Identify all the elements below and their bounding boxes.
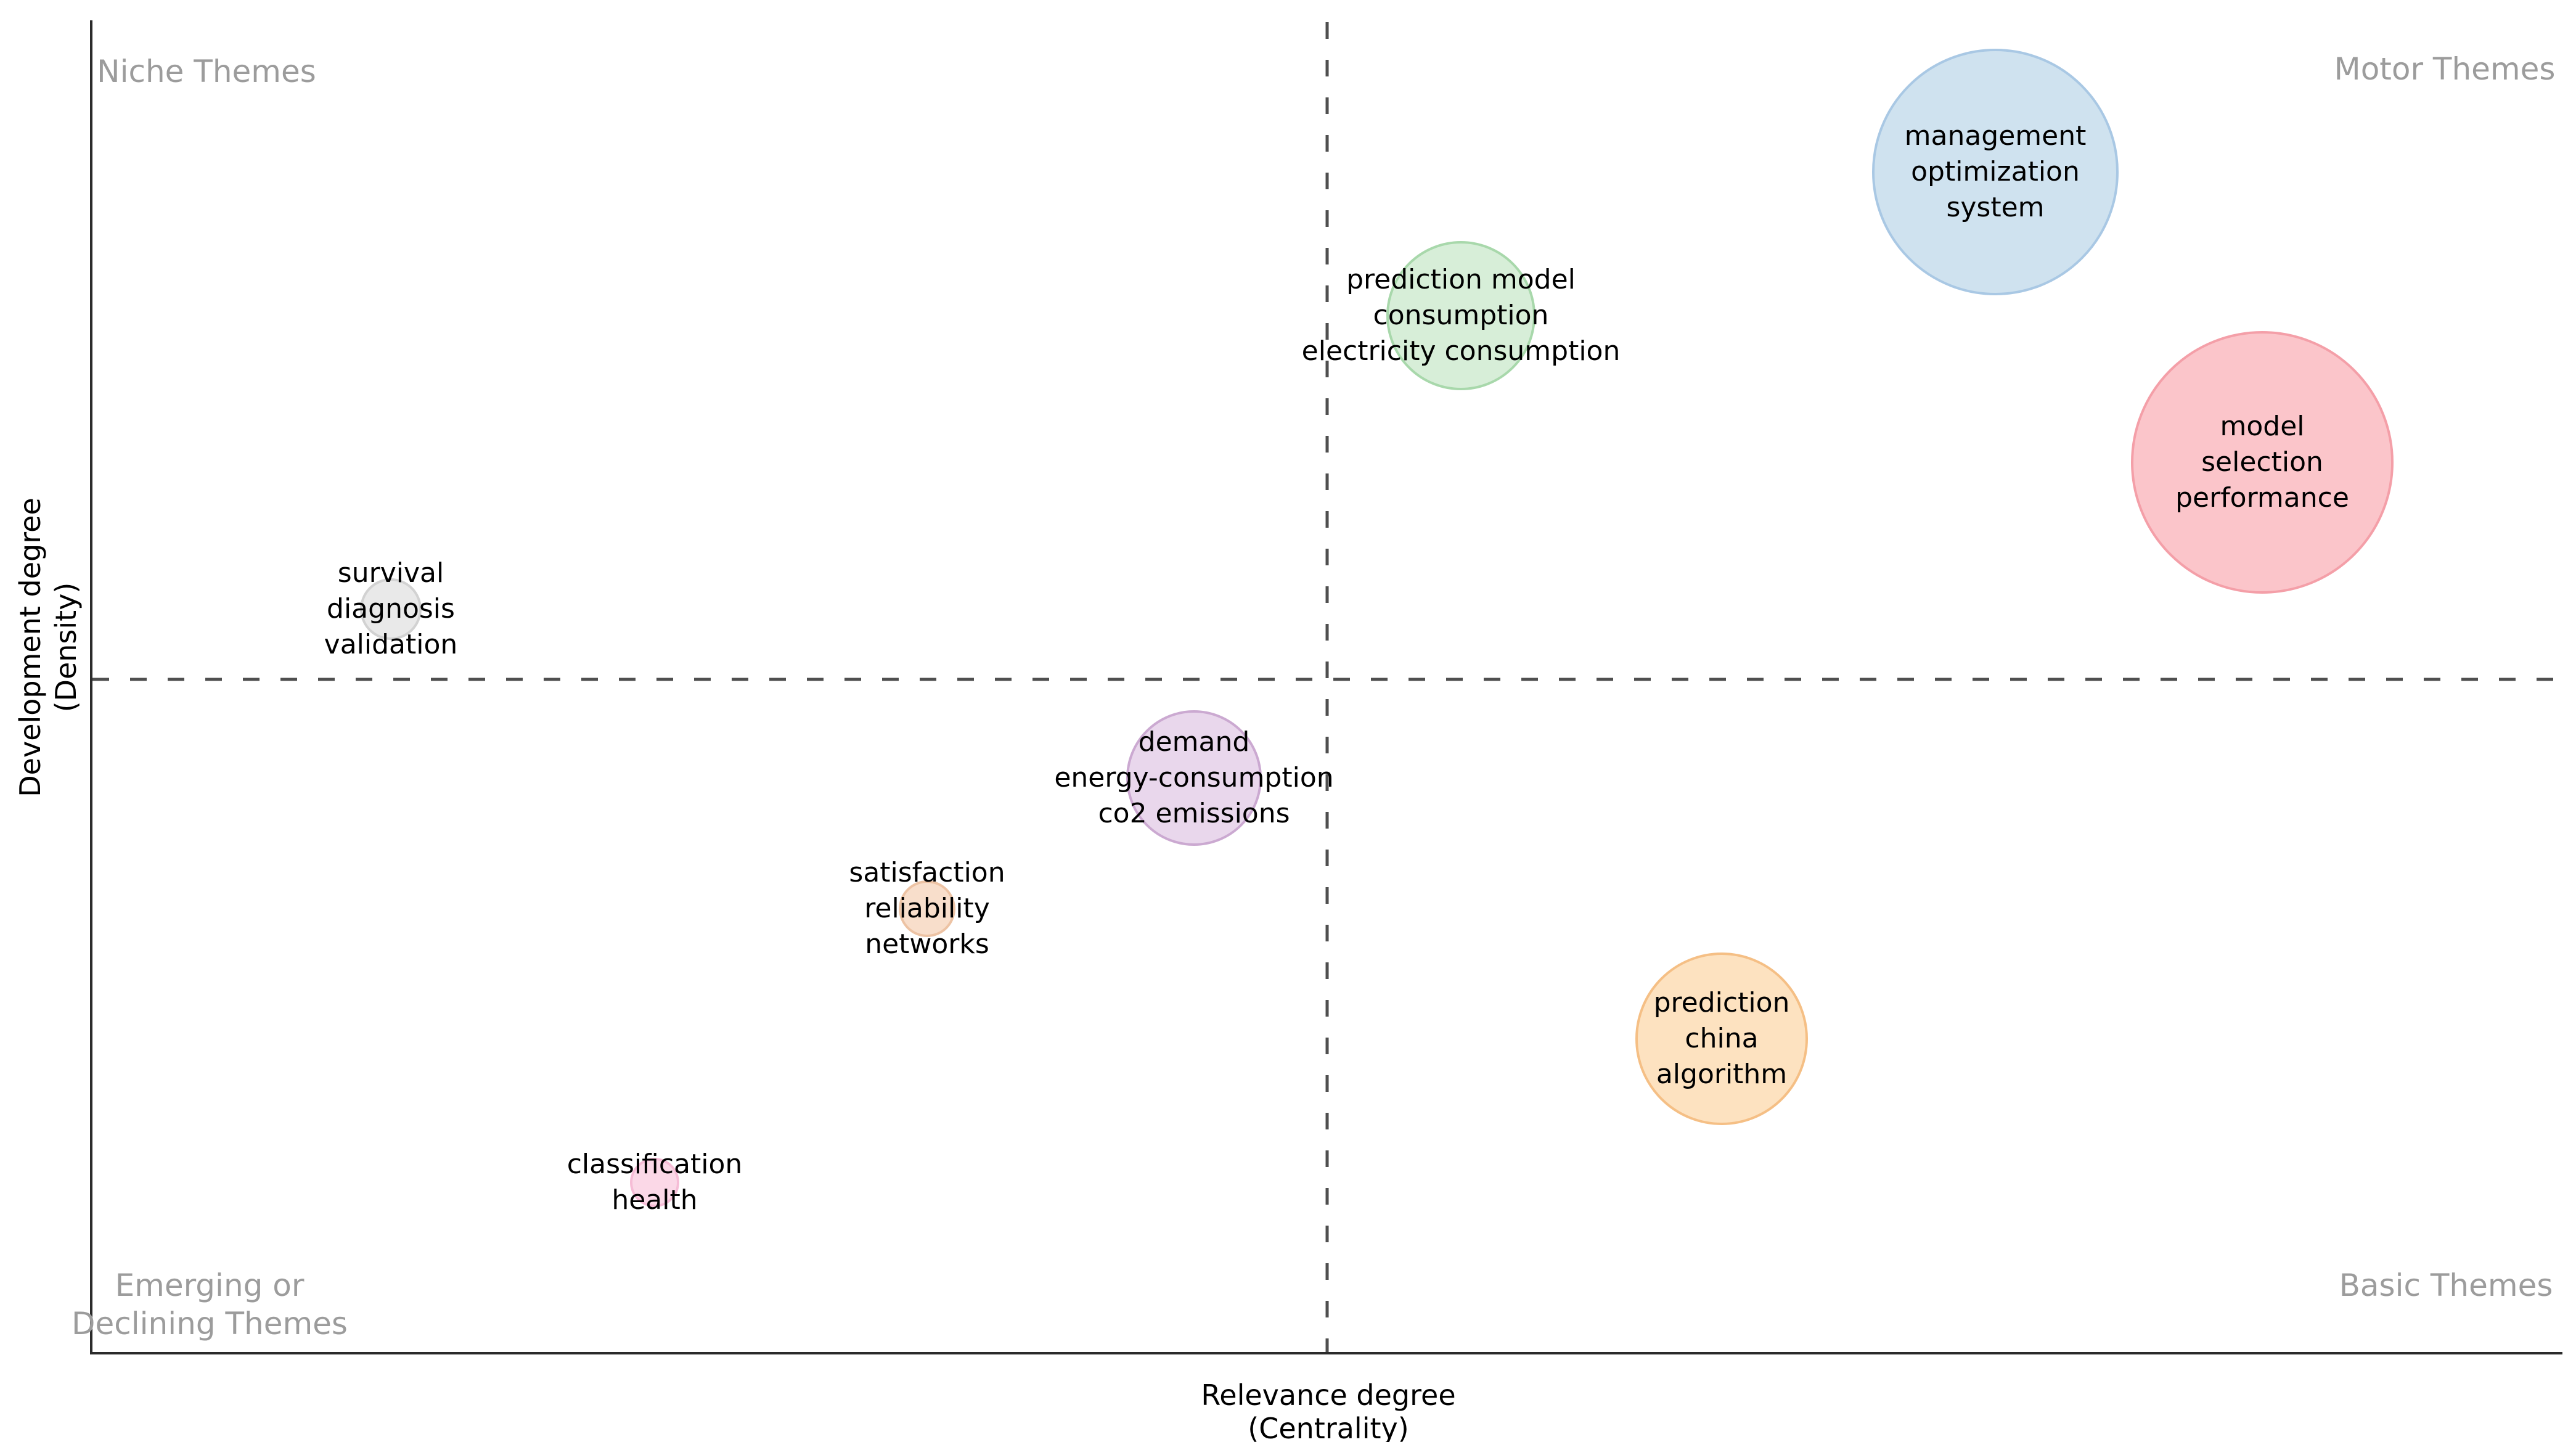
quadrant-label-niche-themes: Niche Themes [97,54,316,89]
theme-bubble-label-line: algorithm [1656,1059,1788,1090]
theme-bubble-label-prediction-china-algorithm: prediction china algorithm [1654,985,1790,1092]
theme-bubble-label-line: energy-consumption [1054,762,1334,793]
theme-bubble-label-line: model [2220,411,2305,442]
theme-bubble-management-optimization-system[interactable] [1872,49,2119,295]
theme-bubble-label-management-optimization-system: management optimization system [1905,118,2087,226]
x-axis-title-line1: Relevance degree [1201,1379,1456,1412]
theme-bubble-label-prediction-model-consumption-electricity-consumption: prediction model consumption electricity c… [1302,262,1621,369]
theme-bubble-label-line: system [1946,192,2045,223]
theme-bubble-model-selection-performance[interactable] [2131,331,2394,594]
theme-bubble-label-line: electricity consumption [1301,335,1621,367]
theme-bubble-label-line: selection [2201,446,2323,478]
x-axis-title-line2: (Centrality) [1248,1412,1409,1442]
theme-bubble-prediction-china-algorithm[interactable] [1635,952,1808,1125]
theme-bubble-label-line: prediction [1653,987,1790,1018]
theme-bubble-label-line: management [1904,120,2087,152]
theme-bubble-label-line: performance [2175,482,2349,514]
theme-bubble-label-line: demand [1138,726,1250,758]
theme-bubble-label-line: survival [337,557,444,589]
theme-bubble-label-line: reliability [864,893,990,924]
theme-bubble-label-line: co2 emissions [1098,798,1290,829]
theme-bubble-label-line: diagnosis [327,593,455,625]
theme-bubble-label-line: prediction model [1346,264,1576,295]
theme-bubble-prediction-model-consumption-electricity-consumption[interactable] [1386,241,1535,390]
theme-bubble-label-line: networks [865,928,989,960]
theme-bubble-label-satisfaction-reliability-networks: satisfaction reliability networks [849,855,1005,962]
x-axis-title: Relevance degree (Centrality) [1201,1379,1455,1442]
theme-bubble-classification-health[interactable] [630,1158,679,1207]
quadrant-label-emerging-line2: Declining Themes [72,1306,348,1342]
theme-bubble-label-classification-health: classification health [567,1147,743,1218]
theme-bubble-label-line: classification [566,1149,743,1180]
theme-bubble-satisfaction-reliability-networks[interactable] [899,880,955,937]
theme-bubble-demand-energy-consumption-co2-emissions[interactable] [1126,710,1262,846]
theme-bubble-label-model-selection-performance: model selection performance [2175,409,2349,516]
quadrant-label-motor-themes: Motor Themes [2334,51,2556,87]
quadrant-label-basic-themes: Basic Themes [2339,1268,2553,1303]
theme-bubble-label-demand-energy-consumption-co2-emissions: demand energy-consumption co2 emissions [1054,724,1333,832]
theme-bubble-label-line: satisfaction [849,857,1005,888]
theme-bubble-label-survival-diagnosis-validation: survival diagnosis validation [324,555,458,663]
quadrant-label-emerging-line1: Emerging or [115,1268,305,1303]
theme-bubble-label-line: consumption [1373,300,1549,331]
quadrant-label-emerging-declining-themes: Emerging or Declining Themes [72,1266,348,1343]
theme-bubble-label-line: health [611,1184,698,1216]
theme-bubble-survival-diagnosis-validation[interactable] [360,578,422,640]
theme-bubble-label-line: optimization [1911,156,2080,187]
theme-bubble-label-line: china [1685,1023,1759,1054]
theme-bubble-label-line: validation [324,629,458,660]
